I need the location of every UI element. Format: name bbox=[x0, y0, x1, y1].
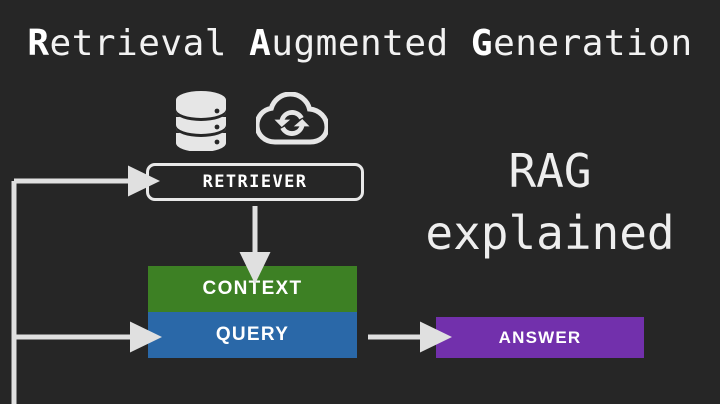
title-cap-a: A bbox=[249, 23, 272, 64]
retriever-label: RETRIEVER bbox=[202, 172, 308, 192]
database-icon bbox=[172, 89, 230, 155]
retriever-node[interactable]: RETRIEVER bbox=[146, 163, 364, 201]
page-title: Retrieval Augmented Generation bbox=[0, 22, 720, 66]
query-node[interactable]: QUERY bbox=[148, 312, 357, 358]
title-rest-augmented: ugmented bbox=[271, 23, 471, 64]
query-label: QUERY bbox=[215, 324, 290, 345]
title-cap-g: G bbox=[470, 23, 494, 64]
title-cap-r: R bbox=[27, 23, 50, 64]
cloud-sync-icon bbox=[254, 91, 330, 152]
tagline-line-2: explained bbox=[425, 206, 675, 260]
context-node[interactable]: CONTEXT bbox=[148, 266, 357, 312]
title-rest-generation: eneration bbox=[493, 23, 693, 64]
tagline: RAG explained bbox=[380, 140, 720, 264]
context-query-stack: CONTEXT QUERY bbox=[148, 266, 357, 358]
data-source-icons bbox=[160, 88, 340, 156]
answer-node[interactable]: ANSWER bbox=[436, 317, 644, 358]
answer-label: ANSWER bbox=[498, 327, 582, 347]
context-label: CONTEXT bbox=[202, 278, 303, 299]
tagline-line-1: RAG bbox=[508, 144, 592, 198]
title-rest-retrieval: etrieval bbox=[49, 23, 250, 64]
